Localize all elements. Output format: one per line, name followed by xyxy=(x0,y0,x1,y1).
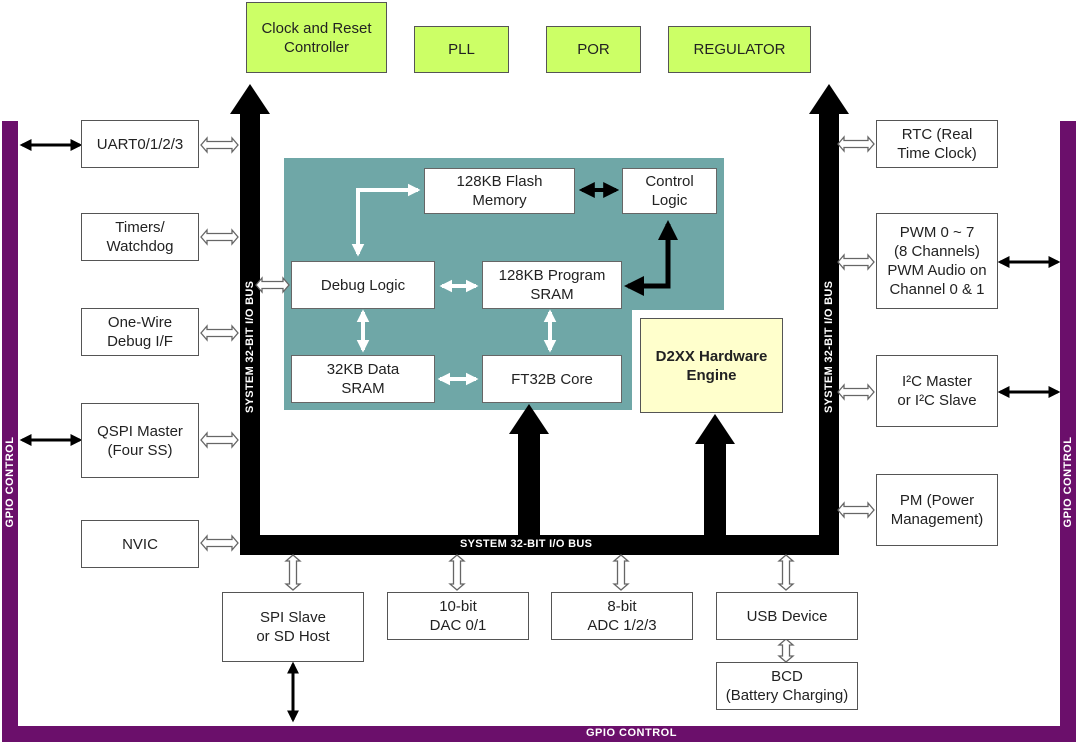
system-bus xyxy=(240,113,839,555)
adc-bus-link-icon xyxy=(612,554,630,591)
pwm-block: PWM 0 ~ 7 (8 Channels) PWM Audio on Chan… xyxy=(876,213,998,309)
onewire-bus-link-icon xyxy=(200,324,239,342)
flash-memory-block: 128KB Flash Memory xyxy=(424,168,575,214)
clock-reset-block: Clock and Reset Controller xyxy=(246,2,387,73)
usb-device-block: USB Device xyxy=(716,592,858,640)
program-sram-block: 128KB Program SRAM xyxy=(482,261,622,309)
bus-to-core-stem xyxy=(518,432,540,536)
bus-to-d2xx-stem xyxy=(704,442,726,536)
por-block: POR xyxy=(546,26,641,73)
program-control-link xyxy=(624,220,678,296)
uart-bus-link-icon xyxy=(200,136,239,154)
pll-block: PLL xyxy=(414,26,509,73)
debug-logic-block: Debug Logic xyxy=(291,261,435,309)
dac-block: 10-bit DAC 0/1 xyxy=(387,592,529,640)
d2xx-engine-block: D2XX Hardware Engine xyxy=(640,318,783,413)
pm-block: PM (Power Management) xyxy=(876,474,998,546)
i2c-bus-link-icon xyxy=(837,383,875,401)
bus-arrow-right-icon xyxy=(809,84,849,114)
adc-block: 8-bit ADC 1/2/3 xyxy=(551,592,693,640)
bus-to-core-arrow-icon xyxy=(509,404,549,434)
nvic-bus-link-icon xyxy=(200,534,239,552)
dac-bus-link-icon xyxy=(448,554,466,591)
system-bus-label-left: SYSTEM 32-BIT I/O BUS xyxy=(244,280,256,413)
bus-to-d2xx-arrow-icon xyxy=(695,414,735,444)
rtc-bus-link-icon xyxy=(837,135,875,153)
uart-block: UART0/1/2/3 xyxy=(81,120,199,168)
data-sram-block: 32KB Data SRAM xyxy=(291,355,435,403)
system-bus-label-right: SYSTEM 32-BIT I/O BUS xyxy=(823,280,835,413)
i2c-block: I²C Master or I²C Slave xyxy=(876,355,998,427)
qspi-master-block: QSPI Master (Four SS) xyxy=(81,403,199,478)
usb-bus-link-icon xyxy=(777,554,795,591)
system-bus-label-horizontal: SYSTEM 32-BIT I/O BUS xyxy=(460,538,593,550)
control-logic-block: Control Logic xyxy=(622,168,717,214)
debug-bus-link-icon xyxy=(255,276,290,294)
gpio-control-label-bottom: GPIO CONTROL xyxy=(586,727,677,739)
pwm-bus-link-icon xyxy=(837,253,875,271)
timers-watchdog-block: Timers/ Watchdog xyxy=(81,213,199,261)
spi-slave-block: SPI Slave or SD Host xyxy=(222,592,364,662)
gpio-control-label-left: GPIO CONTROL xyxy=(4,436,16,528)
timers-bus-link-icon xyxy=(200,228,239,246)
spi-bus-link-icon xyxy=(284,554,302,591)
bus-arrow-left-icon xyxy=(230,84,270,114)
regulator-block: REGULATOR xyxy=(668,26,811,73)
gpio-control-label-right: GPIO CONTROL xyxy=(1062,436,1074,528)
gpio-control-frame xyxy=(2,121,1076,742)
rtc-block: RTC (Real Time Clock) xyxy=(876,120,998,168)
qspi-bus-link-icon xyxy=(200,431,239,449)
pm-bus-link-icon xyxy=(837,501,875,519)
nvic-block: NVIC xyxy=(81,520,199,568)
ft32b-core-block: FT32B Core xyxy=(482,355,622,403)
usb-bcd-link-icon xyxy=(777,638,795,663)
flash-debug-link xyxy=(351,183,421,257)
onewire-debug-block: One-Wire Debug I/F xyxy=(81,308,199,356)
bcd-block: BCD (Battery Charging) xyxy=(716,662,858,710)
